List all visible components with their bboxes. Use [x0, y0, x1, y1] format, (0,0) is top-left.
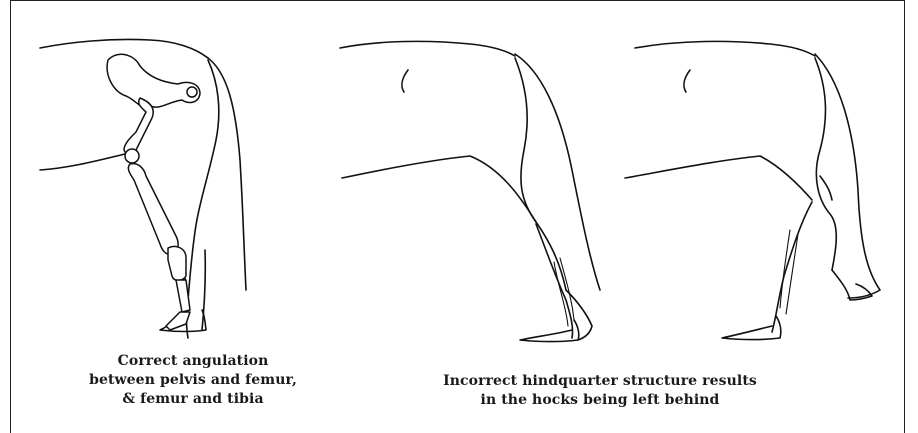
buttock-outline: [515, 58, 566, 290]
hock-bones: [168, 246, 186, 280]
cannon-bone: [176, 280, 190, 312]
pelvis-bone: [107, 54, 200, 107]
hoof-outline: [722, 316, 781, 340]
tibia-bone: [128, 164, 178, 255]
caption-correct-line-1: Correct angulation: [48, 352, 338, 371]
tail-outline: [515, 54, 600, 290]
caption-correct-line-2: between pelvis and femur,: [48, 371, 338, 390]
belly-outline: [625, 156, 812, 200]
hip-joint: [187, 87, 197, 97]
correct-hindquarter-drawing: [40, 39, 246, 338]
stifle-fold: [684, 70, 690, 92]
croup-outline: [635, 41, 815, 56]
caption-incorrect-line-1: Incorrect hindquarter structure results: [415, 372, 785, 391]
femur-bone: [124, 98, 153, 155]
caption-correct-line-3: & femur and tibia: [48, 390, 338, 409]
caption-correct: Correct angulation between pelvis and fe…: [48, 352, 338, 409]
hoof-outline: [520, 320, 579, 342]
stifle-fold: [402, 70, 408, 92]
incorrect-hindquarter-drawing-2: [625, 41, 880, 339]
buttock-outline: [815, 58, 836, 270]
hock-outline: [820, 176, 832, 200]
belly-outline: [40, 154, 138, 180]
tail-outline: [205, 56, 246, 290]
gaskin-outline: [772, 202, 812, 332]
stifle-joint: [125, 149, 139, 163]
croup-outline: [340, 41, 515, 56]
caption-incorrect: Incorrect hindquarter structure results …: [415, 372, 785, 410]
incorrect-hindquarter-drawing-1: [340, 41, 600, 341]
tail-outline: [815, 54, 880, 298]
caption-incorrect-line-2: in the hocks being left behind: [415, 391, 785, 410]
belly-outline: [342, 156, 536, 222]
